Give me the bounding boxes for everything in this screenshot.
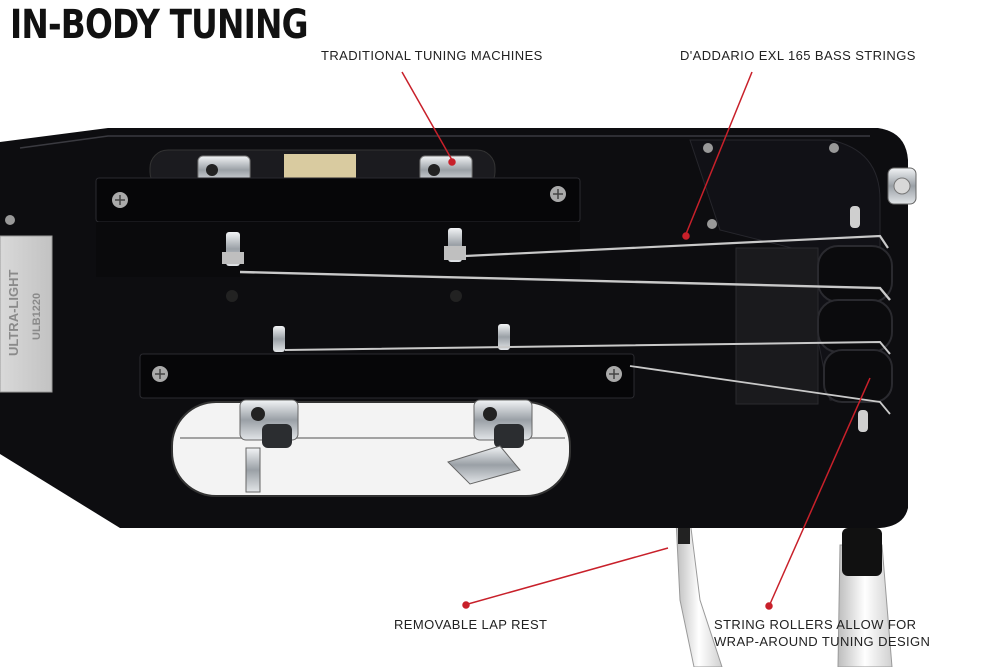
callout-rollers-line1: STRING ROLLERS ALLOW FOR (714, 617, 917, 632)
lower-tuning-posts (273, 324, 510, 352)
page-title: IN-BODY TUNING (10, 2, 309, 48)
velcro-strip (735, 247, 819, 405)
upper-tuning-posts (222, 228, 466, 302)
nameplate-model: ULB1220 (31, 293, 43, 340)
upper-cover-bar (95, 177, 581, 277)
callout-bass-strings: D'ADDARIO EXL 165 BASS STRINGS (680, 48, 916, 63)
callout-rollers-line2: WRAP-AROUND TUNING DESIGN (714, 634, 931, 649)
screw (703, 143, 713, 153)
screw (5, 215, 15, 225)
string-rollers (817, 245, 893, 403)
bass-strings (239, 234, 891, 415)
callout-leaders (401, 71, 871, 610)
nameplate-brand: ULTRA-LIGHT (6, 270, 21, 356)
output-jack (887, 167, 917, 205)
lower-tuner-cavity (171, 399, 571, 497)
screw (707, 219, 717, 229)
callout-tuning-machines: TRADITIONAL TUNING MACHINES (321, 48, 543, 63)
nameplate (0, 235, 53, 393)
rear-support-leg (837, 528, 893, 667)
screw (829, 143, 839, 153)
lower-cover-bar (139, 353, 635, 399)
callout-lap-rest: REMOVABLE LAP REST (394, 617, 548, 632)
callout-string-rollers: STRING ROLLERS ALLOW FOR WRAP-AROUND TUN… (714, 616, 930, 650)
